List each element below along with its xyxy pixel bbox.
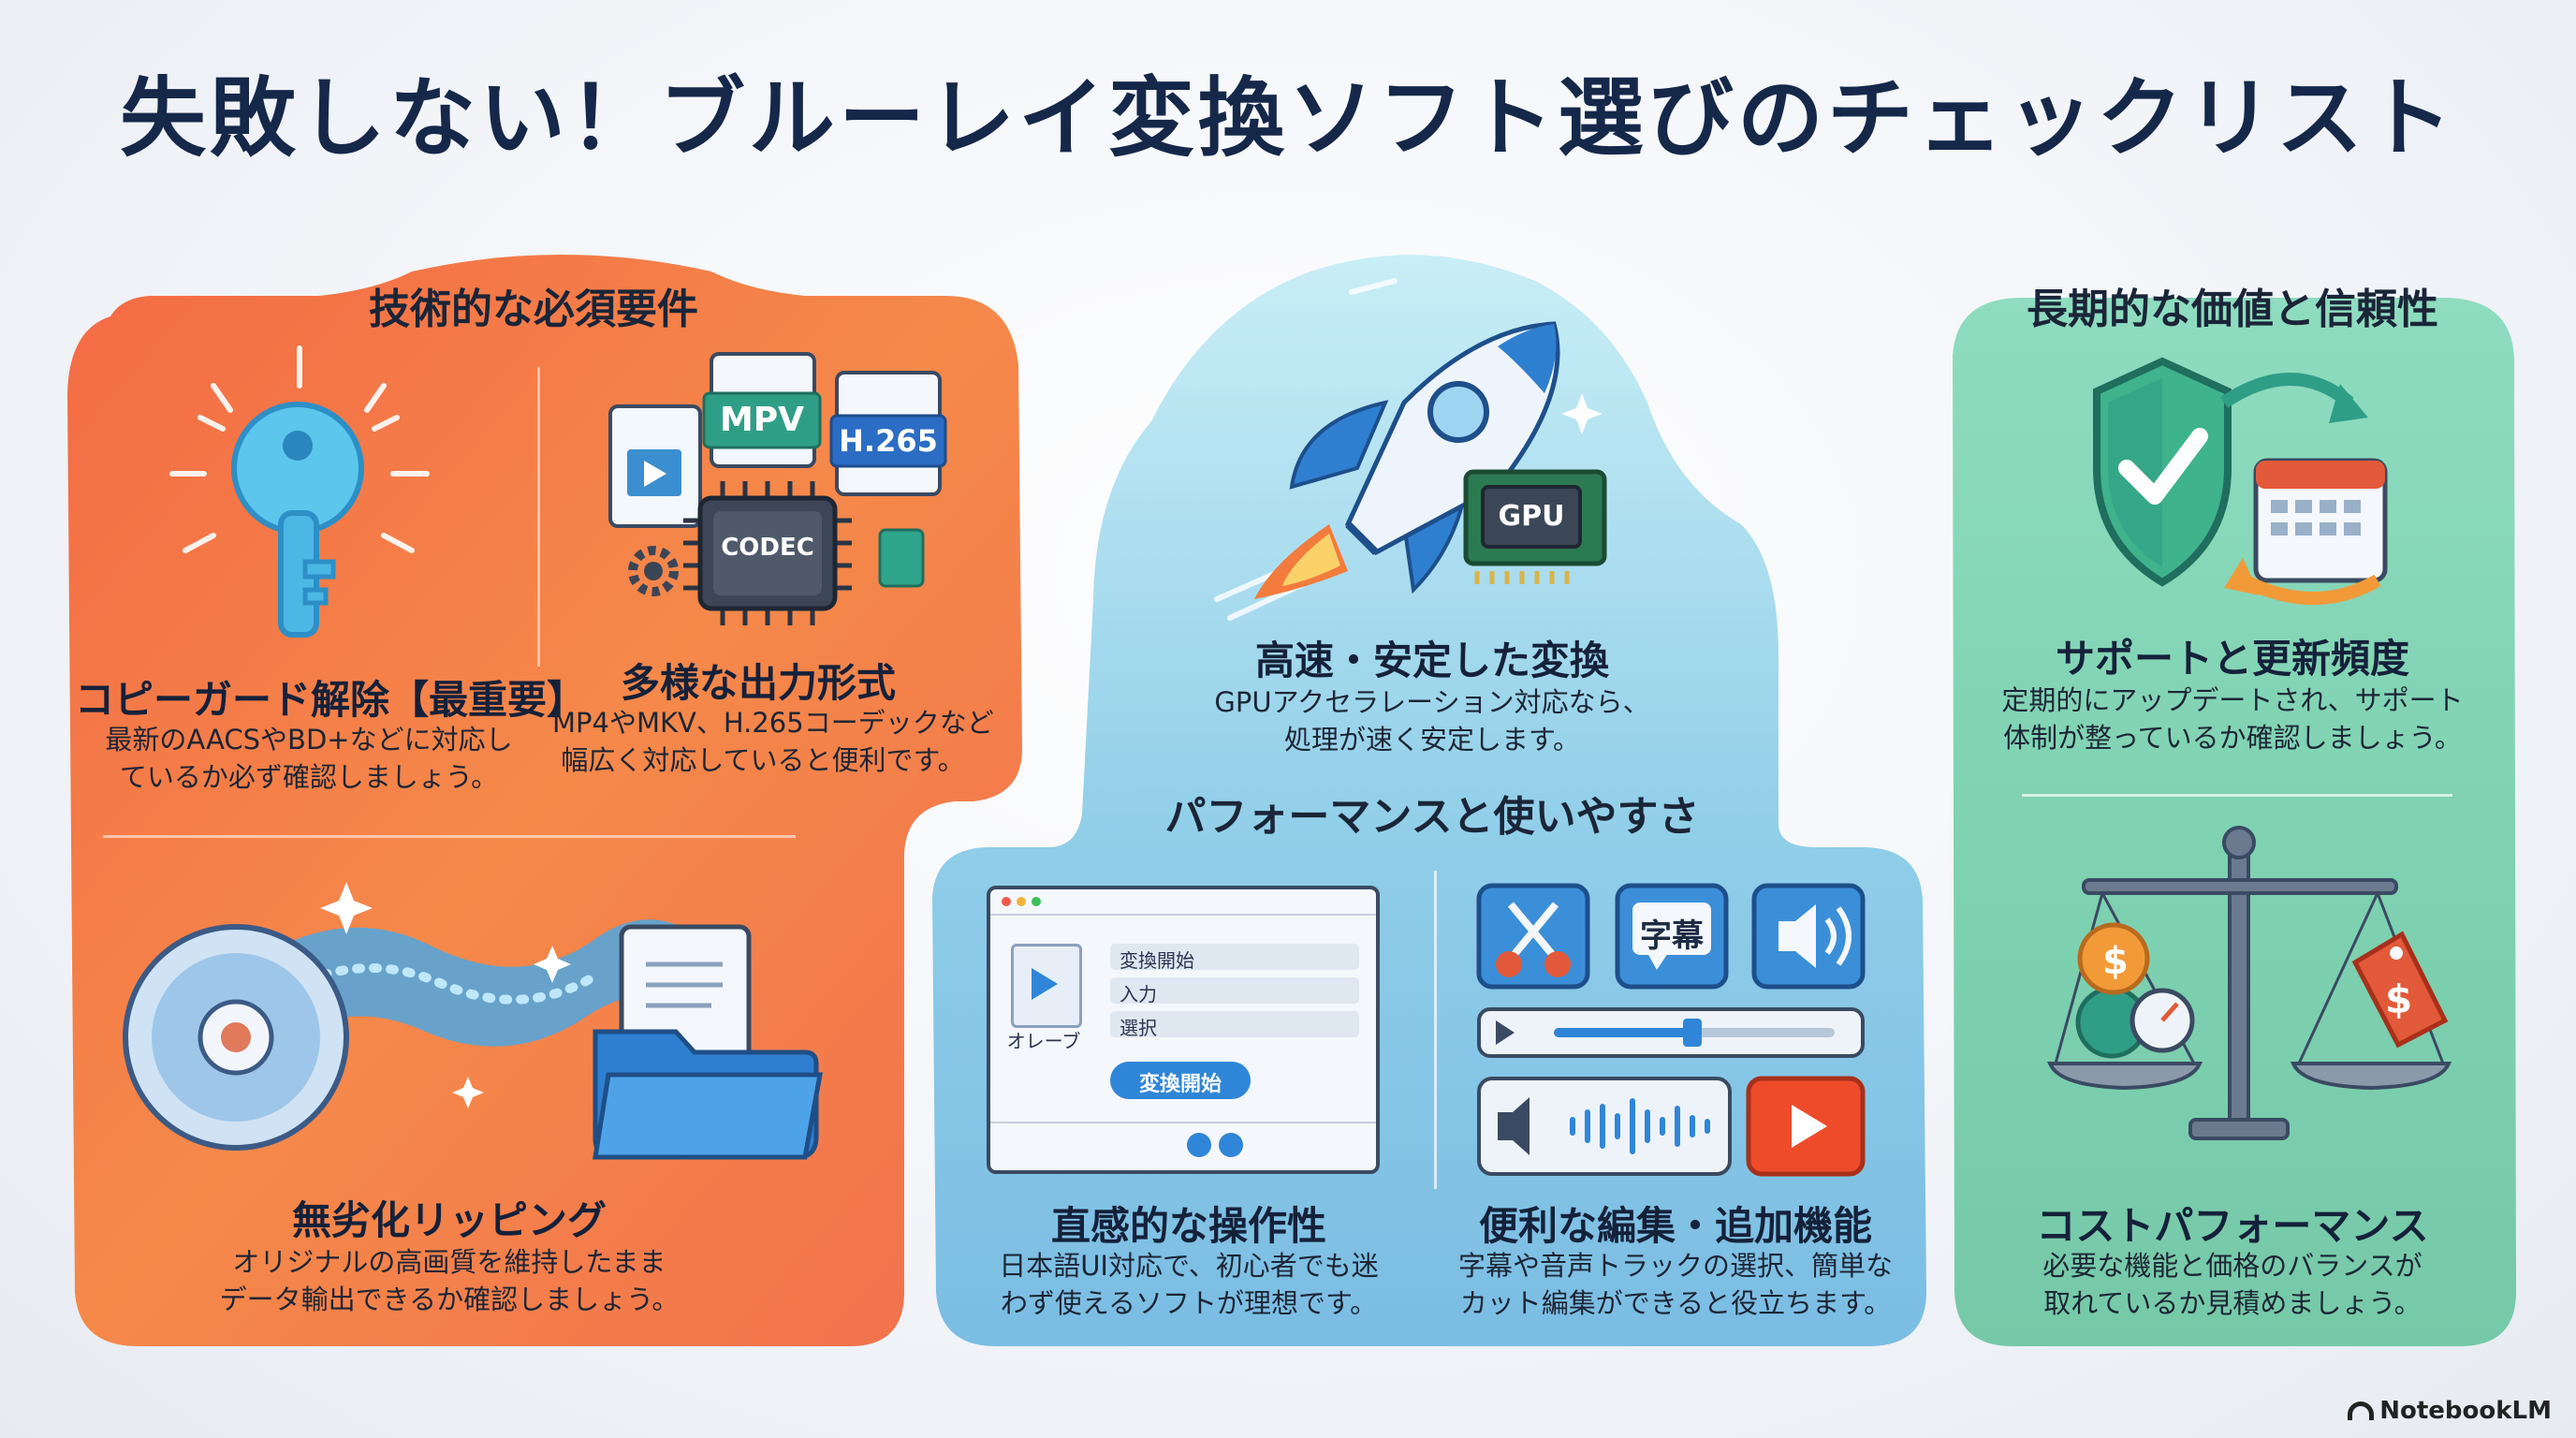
ripping-desc-line2: データ輸出できるか確認しましょう。 <box>219 1284 680 1315</box>
app-row2-label: 入力 <box>1120 983 1157 1005</box>
support-heading: サポートと更新頻度 <box>2055 636 2409 682</box>
divider-horizontal-left <box>103 835 796 838</box>
ui-desc-line2: わず使えるソフトが理想です。 <box>1000 1287 1378 1319</box>
cost-desc-line2: 取れているか見積めましょう。 <box>2043 1287 2422 1319</box>
subtitle-tile-label: 字幕 <box>1640 917 1704 955</box>
app-convert-button: 変換開始 <box>1138 1073 1222 1096</box>
app-window-icon: オレーブ 変換開始 入力 選択 変換開始 <box>987 886 1380 1174</box>
support-desc-line1: 定期的にアップデートされ、サポート <box>2001 684 2464 716</box>
divider-vertical-center <box>1434 871 1437 1189</box>
edit-desc-line1: 字幕や音声トラックの選択、簡単な <box>1457 1250 1893 1282</box>
ripping-heading: 無劣化リッピング <box>291 1197 607 1243</box>
copyguard-heading: コピーガード解除【最重要】 <box>75 677 587 723</box>
speed-desc-line1: GPUアクセラレーション対応なら、 <box>1214 686 1650 718</box>
formats-desc-line1: MP4やMKV、H.265コーデックなど <box>552 707 994 739</box>
brand-label: NotebookLM <box>2379 1397 2552 1425</box>
ui-desc-line1: 日本語UI対応で、初心者でも迷 <box>999 1250 1379 1282</box>
brand-mark: NotebookLM <box>2348 1397 2552 1425</box>
app-row3-label: 選択 <box>1120 1017 1157 1039</box>
notebooklm-logo-icon <box>2348 1401 2375 1420</box>
section-title-longterm: 長期的な価値と信頼性 <box>2027 286 2438 333</box>
divider-vertical-left <box>537 367 540 667</box>
formats-desc-line2: 幅広く対応していると便利です。 <box>561 744 965 776</box>
svg-text:$: $ <box>2385 976 2412 1022</box>
speed-heading: 高速・安定した変換 <box>1254 638 1609 683</box>
cost-heading: コストパフォーマンス <box>2036 1203 2429 1249</box>
copyguard-desc-line2: ているか必ず確認しましょう。 <box>119 761 499 793</box>
cost-desc-line1: 必要な機能と価格のバランスが <box>2042 1250 2422 1282</box>
chip-label-codec: CODEC <box>721 534 814 562</box>
section-title-technical: 技術的な必須要件 <box>369 286 698 333</box>
gpu-label: GPU <box>1498 500 1565 533</box>
ui-heading: 直感的な操作性 <box>1050 1203 1326 1249</box>
page-title: 失敗しない！ブルーレイ変換ソフト選びのチェックリスト <box>119 68 2456 169</box>
edit-heading: 便利な編集・追加機能 <box>1478 1203 1872 1249</box>
edit-desc-line2: カット編集ができると役立ちます。 <box>1459 1287 1892 1319</box>
speed-desc-line2: 処理が速く安定します。 <box>1283 724 1581 756</box>
app-row1-label: 変換開始 <box>1120 949 1194 972</box>
svg-text:$: $ <box>2102 940 2129 983</box>
format-label-mpv: MPV <box>719 401 805 439</box>
format-label-h265: H.265 <box>839 423 938 459</box>
support-desc-line2: 体制が整っているか確認しましょう。 <box>2003 722 2462 754</box>
app-file-label: オレーブ <box>1006 1030 1081 1052</box>
copyguard-desc-line1: 最新のAACSやBD+などに対応し <box>105 724 513 756</box>
section-title-performance: パフォーマンスと使いやすさ <box>1164 793 1700 841</box>
divider-horizontal-right <box>2022 794 2452 797</box>
formats-heading: 多様な出力形式 <box>620 660 896 706</box>
ripping-desc-line1: オリジナルの高画質を維持したまま <box>232 1246 666 1278</box>
